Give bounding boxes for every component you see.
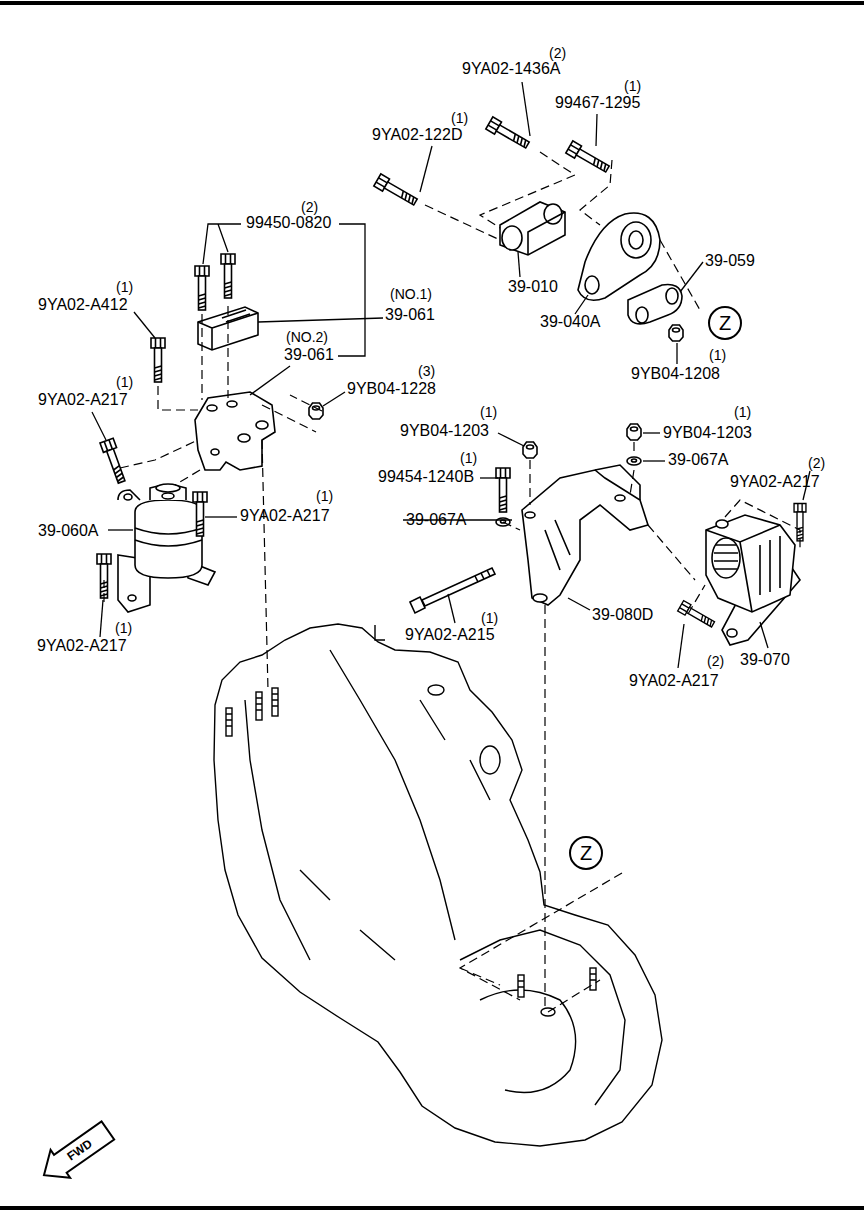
part-number: 9YA02-A217 [37,637,127,655]
quantity-label: (1) [115,620,132,636]
frame-line [0,3,864,1208]
part-number: 9YB04-1208 [631,365,720,383]
part-number: 39-061 [284,346,334,364]
part-number: 9YB04-1203 [663,424,752,442]
quantity-label: (NO.2) [286,329,328,345]
quantity-label: (NO.1) [390,286,432,302]
part-number: 9YB04-1203 [400,422,489,440]
part-number: 9YB04-1228 [347,380,436,398]
part-number: 9YA02-A412 [38,296,128,314]
forward-arrow [34,1117,117,1190]
part-number: 9YA02-A217 [240,507,330,525]
reference-letter: Z [719,312,731,334]
part-number: 9YA02-A217 [629,672,719,690]
part-number: 99450-0820 [246,214,331,232]
part-number: 9YA02-A217 [730,473,820,491]
quantity-label: (1) [116,374,133,390]
part-number: 39-010 [508,278,558,296]
quantity-label: (1) [316,488,333,504]
quantity-label: (1) [116,279,133,295]
quantity-label: (3) [418,363,435,379]
quantity-label: (2) [549,45,566,61]
part-number: 99454-1240B [378,468,474,486]
part-number: 39-059 [705,252,755,270]
reference-circle: Z [708,306,742,340]
part-number: 39-080D [592,606,653,624]
part-number: 9YA02-A217 [38,391,128,409]
part-number: 9YA02-1436A [462,60,560,78]
reference-letter: Z [580,842,592,864]
stud [226,688,596,1016]
part-number: 39-061 [385,306,435,324]
part-number: 39-070 [740,651,790,669]
quantity-label: (1) [460,450,477,466]
quantity-label: (2) [808,455,825,471]
quantity-label: (1) [709,347,726,363]
part-number: 39-060A [38,522,99,540]
leader-line [92,82,810,668]
quantity-label: (1) [734,404,751,420]
quantity-label: (1) [451,110,468,126]
long-bolt [410,568,495,613]
quantity-label: (2) [707,653,724,669]
part-number: 39-067A [668,451,729,469]
quantity-label: (1) [624,78,641,94]
engine-outline [214,624,662,1146]
assembly-line [104,152,800,1012]
transaxle-mount [706,515,800,645]
mount-bracket [195,307,275,470]
mount-bracket [522,465,648,605]
reference-circle: Z [569,836,603,870]
part-number: 9YA02-A215 [405,626,495,644]
part-number: 39-040A [540,313,601,331]
engine-mount [118,484,215,612]
quantity-label: (1) [481,610,498,626]
part-number: 9YA02-122D [372,126,462,144]
torque-link [500,202,682,324]
quantity-label: (1) [480,404,497,420]
quantity-label: (2) [301,199,318,215]
part-number: 39-067A [406,511,467,529]
part-number: 99467-1295 [555,94,640,112]
